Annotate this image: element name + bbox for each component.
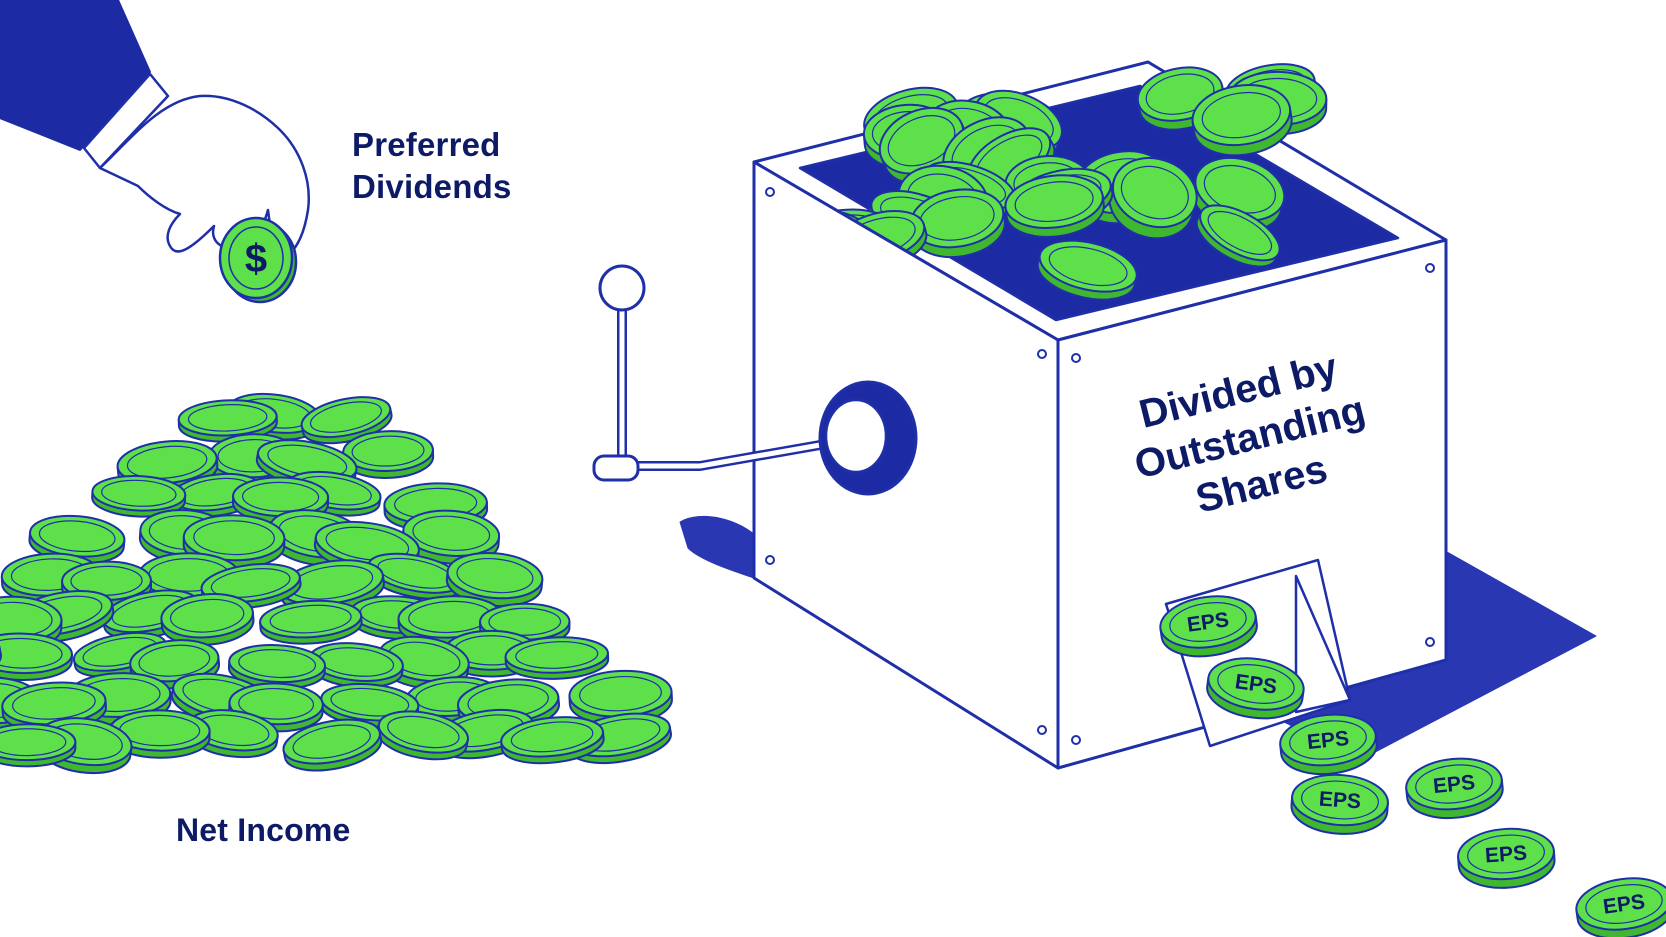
hopper-coin — [1036, 239, 1138, 301]
hopper-coins — [754, 63, 1328, 310]
pile-coin — [376, 710, 469, 761]
eps-coin: EPS — [1290, 773, 1389, 835]
pile-coin — [308, 642, 404, 689]
crank-shadow — [679, 515, 761, 581]
hand-with-coin: $ — [0, 0, 310, 304]
net-income-coin-pile — [0, 392, 673, 775]
net-income-label: Net Income — [176, 812, 351, 848]
eps-coin: EPS — [1279, 713, 1378, 776]
hand — [98, 94, 310, 258]
preferred-dividends-line1: Preferred — [352, 126, 501, 163]
pile-coin — [282, 718, 383, 772]
eps-coin-label: EPS — [1318, 788, 1362, 814]
machine-bolts — [765, 187, 1435, 745]
machine-label: Divided by Outstanding Shares — [1130, 345, 1369, 522]
hopper-coin — [1004, 174, 1105, 238]
chute-flap — [1294, 574, 1352, 714]
pile-coin — [200, 563, 302, 610]
bolt — [765, 187, 775, 197]
shirt-cuff — [82, 72, 170, 170]
pile-coin — [0, 632, 73, 681]
bolt — [1037, 725, 1047, 735]
dollar-sign: $ — [245, 237, 267, 281]
pile-coin — [227, 644, 327, 690]
eps-coin-label: EPS — [1306, 727, 1350, 754]
pile-coin — [0, 634, 2, 685]
hopper-coin — [1195, 204, 1281, 268]
eps-coin: EPS — [1457, 827, 1556, 889]
pile-coin — [504, 636, 610, 680]
eps-coin: EPS — [1575, 877, 1666, 937]
pile-coin — [91, 475, 187, 518]
eps-coin-label: EPS — [1484, 842, 1528, 868]
pile-coin — [0, 723, 77, 768]
bolt — [1071, 735, 1081, 745]
hopper-coin — [1108, 157, 1198, 240]
pile-coin — [500, 716, 605, 765]
bolt — [1037, 349, 1047, 359]
eps-coin: EPS — [1159, 595, 1258, 658]
pile-coin — [259, 599, 363, 645]
pile-coin — [231, 476, 330, 524]
pile-coin — [160, 593, 255, 646]
preferred-dividends-line2: Dividends — [352, 168, 512, 205]
suit-sleeve — [0, 0, 151, 151]
machine-right-face — [1056, 238, 1448, 770]
eps-coin: EPS — [1405, 757, 1504, 820]
dividend-coin: $ — [218, 216, 298, 304]
bolt — [1425, 637, 1435, 647]
division-machine: Divided by Outstanding Shares — [592, 60, 1597, 770]
pile-coin — [108, 709, 211, 759]
bolt — [1071, 353, 1081, 363]
bolt — [1425, 263, 1435, 273]
preferred-dividends-label: Preferred Dividends — [352, 124, 512, 208]
eps-coin: EPS — [1206, 657, 1305, 720]
eps-coin-label: EPS — [1432, 771, 1476, 798]
hopper-coin — [1191, 84, 1293, 157]
bolt — [765, 555, 775, 565]
pile-coin — [342, 430, 435, 479]
crank-handle — [592, 264, 918, 496]
